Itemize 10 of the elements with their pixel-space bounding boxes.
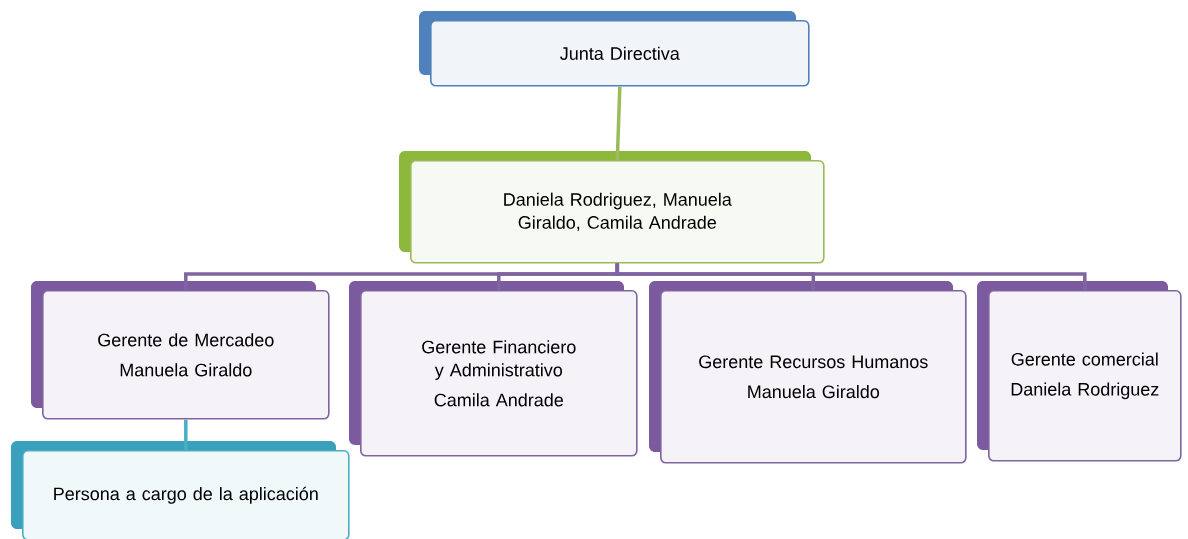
connector-line bbox=[184, 419, 188, 450]
connector-line bbox=[615, 263, 1087, 290]
org-box: Gerente de Mercadeo Manuela Giraldo bbox=[31, 281, 330, 420]
connector-line bbox=[615, 86, 622, 161]
org-box: Gerente Financiero y Administrativo Camila Andrade bbox=[349, 281, 638, 457]
org-box: Gerente comercial Daniela Rodriguez bbox=[977, 281, 1182, 462]
org-box: Gerente Recursos Humanos Manuela Giraldo bbox=[649, 281, 967, 464]
org-box: Junta Directiva bbox=[419, 11, 810, 87]
org-box: Persona a cargo de la aplicación bbox=[11, 441, 350, 539]
org-box: Daniela Rodriguez, Manuela Giraldo, Camila Andrade bbox=[399, 151, 825, 264]
